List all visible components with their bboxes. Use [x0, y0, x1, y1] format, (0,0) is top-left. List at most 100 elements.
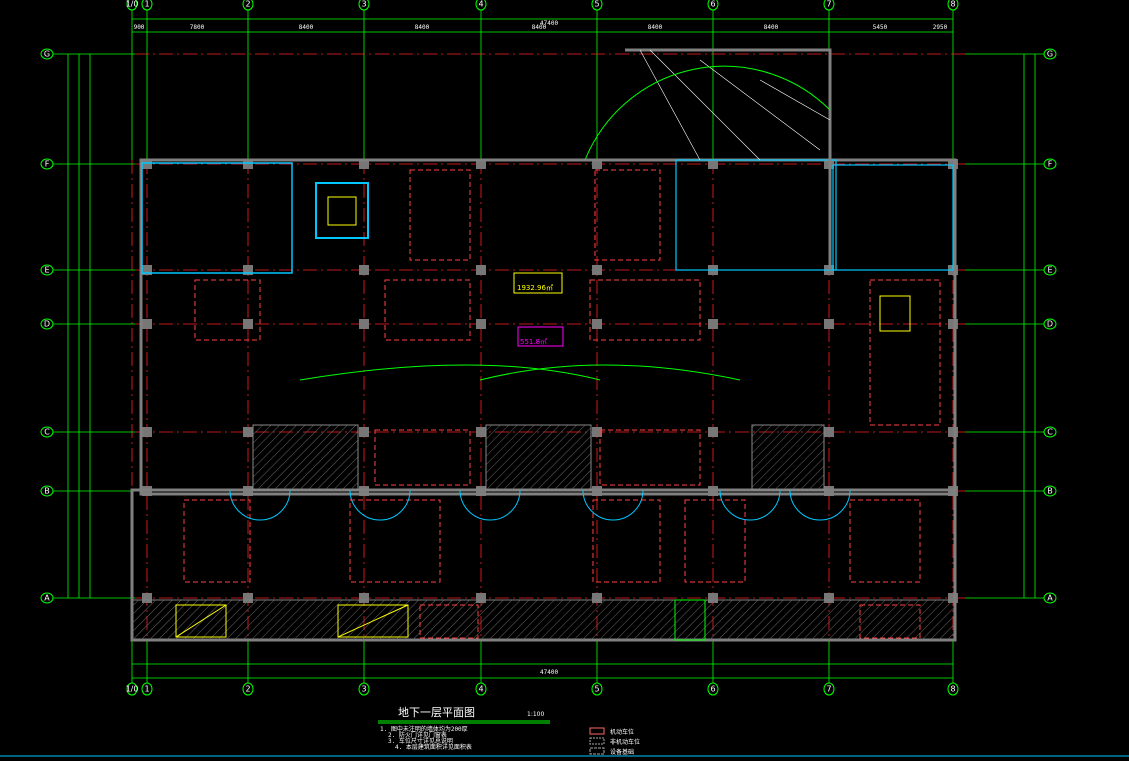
column [708, 427, 718, 437]
column [142, 265, 152, 275]
column [824, 427, 834, 437]
axis-bubble [1043, 264, 1057, 276]
axis-bubble [823, 0, 835, 11]
axis-label: 7 [826, 0, 831, 9]
axis-label: B [1047, 487, 1053, 496]
column [708, 319, 718, 329]
column [592, 319, 602, 329]
column [948, 427, 958, 437]
axis-bubble [40, 48, 54, 60]
total-dim-bottom: 47400 [540, 669, 558, 676]
axis-label: F [45, 160, 50, 169]
column [243, 265, 253, 275]
axis-label: 3 [361, 685, 366, 694]
area-label-1: 1932.96㎡ [517, 284, 553, 292]
axis-bubble [823, 682, 835, 696]
column [592, 427, 602, 437]
axis-bubble [358, 0, 370, 11]
axis-label: 1/0 [126, 685, 139, 694]
dimension-text: 8400 [299, 24, 314, 31]
area-tags: 1932.96㎡ 551.8㎡ [513, 272, 564, 347]
note-1: 1. 图中未注明的墙体均为200厚 [380, 725, 468, 733]
axis-bubble [1043, 158, 1057, 170]
column [359, 427, 369, 437]
axis-label: F [1048, 160, 1053, 169]
column [824, 319, 834, 329]
column [824, 593, 834, 603]
axis-label: 7 [826, 685, 831, 694]
note-4: 4. 本层建筑面积详见面积表 [395, 743, 472, 751]
axis-label: E [1047, 266, 1052, 275]
note-2: 2. 防火门详见门窗表 [388, 731, 447, 739]
parking-space [374, 429, 471, 486]
column [359, 319, 369, 329]
parking-space [183, 499, 251, 583]
axis-bubble [40, 485, 54, 497]
dimension-text: 900 [134, 24, 145, 31]
dimension-text: 8400 [764, 24, 779, 31]
axis-bubble [141, 682, 153, 696]
axis-label: 8 [950, 685, 955, 694]
axis-label: 6 [710, 685, 715, 694]
axis-bubble [707, 0, 719, 11]
column [708, 593, 718, 603]
parking-space [194, 279, 261, 341]
axis-label: 8 [950, 0, 955, 9]
column [592, 593, 602, 603]
axis-label: 1 [144, 0, 149, 9]
parking-space [589, 279, 701, 341]
drawing-scale: 1:100 [527, 711, 544, 718]
axis-label: C [1047, 428, 1053, 437]
axis-bubble [1043, 592, 1057, 604]
area-label-2: 551.8㎡ [520, 338, 547, 346]
axis-bubble [40, 426, 54, 438]
dimension-text: 2950 [933, 24, 948, 31]
total-dim-top: 47400 [540, 20, 558, 27]
parking-space [599, 429, 701, 486]
axis-bubble [947, 682, 959, 696]
axis-label: B [44, 487, 50, 496]
axis-bubble [947, 0, 959, 11]
dimension-text: 5450 [873, 24, 888, 31]
axis-bubble [707, 682, 719, 696]
title-block: 地下一层平面图 1:100 1. 图中未注明的墙体均为200厚 2. 防火门详见… [0, 706, 1129, 757]
column [708, 159, 718, 169]
parking-space [384, 279, 471, 341]
axis-bubble [40, 264, 54, 276]
dimension-text: 8400 [415, 24, 430, 31]
column [476, 593, 486, 603]
ramps [229, 364, 851, 521]
axis-bubble [358, 682, 370, 696]
axis-bubble [242, 682, 254, 696]
axis-label: 4 [478, 685, 483, 694]
parking-spaces [183, 169, 921, 639]
column [243, 319, 253, 329]
axis-label: D [44, 320, 50, 329]
axis-bubble [1043, 48, 1057, 60]
column [592, 265, 602, 275]
axis-bubble [40, 158, 54, 170]
dimension-text: 8400 [532, 24, 547, 31]
legend-1: 机动车位 [610, 728, 634, 736]
drawing-title: 地下一层平面图 [398, 706, 475, 719]
axis-label: G [44, 50, 50, 59]
parking-space [592, 499, 661, 583]
axis-label: 3 [361, 0, 366, 9]
walls [130, 48, 957, 642]
parking-space [849, 499, 921, 583]
column [359, 159, 369, 169]
parking-space [409, 169, 471, 261]
axis-bubble [1043, 485, 1057, 497]
axis-bubble [126, 682, 138, 696]
axis-label: C [44, 428, 50, 437]
column [948, 593, 958, 603]
column [243, 593, 253, 603]
axis-bubble [591, 682, 603, 696]
axis-bubble [242, 0, 254, 11]
axis-bubble [475, 682, 487, 696]
axis-label: 5 [594, 0, 599, 9]
axis-label: 2 [245, 0, 250, 9]
